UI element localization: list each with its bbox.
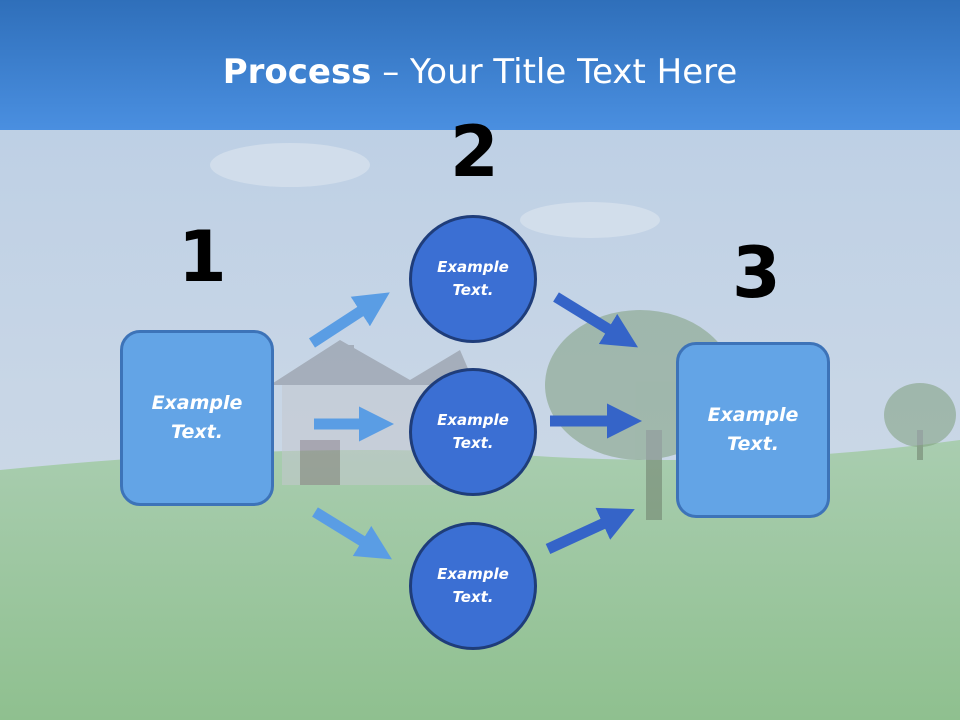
step-3-text: Example Text. xyxy=(707,404,799,455)
step-3-box: Example Text. xyxy=(676,342,830,518)
circle-middle-text: Example Text. xyxy=(437,411,509,452)
step-1-text: Example Text. xyxy=(151,392,243,443)
step-2-circle-top: Example Text. xyxy=(409,215,537,343)
slide-title: Process – Your Title Text Here xyxy=(222,52,738,92)
step-1-box: Example Text. xyxy=(120,330,274,506)
arrow-top-to-3 xyxy=(553,292,638,348)
circle-top-text: Example Text. xyxy=(437,258,509,299)
step-1-number: 1 xyxy=(178,216,227,298)
arrow-1-to-bottom xyxy=(312,507,392,560)
step-2-circle-bottom: Example Text. xyxy=(409,522,537,650)
step-2-circle-middle: Example Text. xyxy=(409,368,537,496)
step-2-number: 2 xyxy=(450,111,499,193)
step-3-number: 3 xyxy=(732,232,781,314)
arrow-bottom-to-3 xyxy=(545,507,635,554)
circle-bottom-text: Example Text. xyxy=(437,565,509,606)
arrow-1-to-top xyxy=(308,292,390,348)
